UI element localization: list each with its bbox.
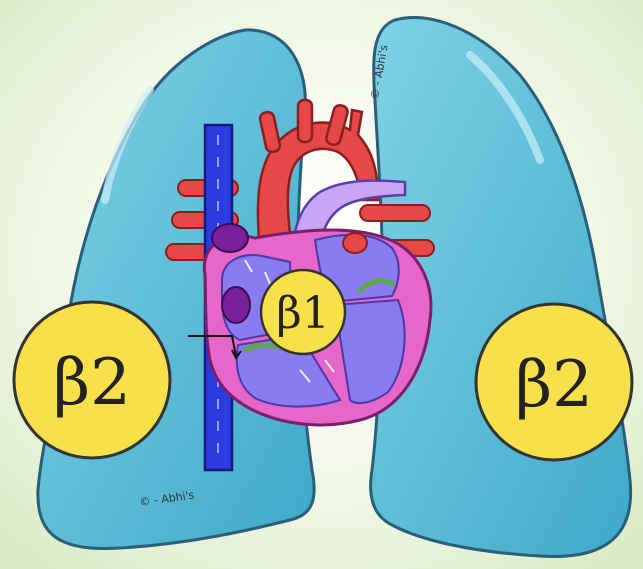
svc-opening: [212, 224, 248, 252]
beta2-right-label: β2: [515, 348, 593, 422]
beta1-label: β1: [276, 288, 329, 339]
pulmonary-vein-opening: [343, 233, 367, 253]
ivc-opening: [222, 287, 250, 323]
beta2-left-label: β2: [53, 346, 131, 420]
